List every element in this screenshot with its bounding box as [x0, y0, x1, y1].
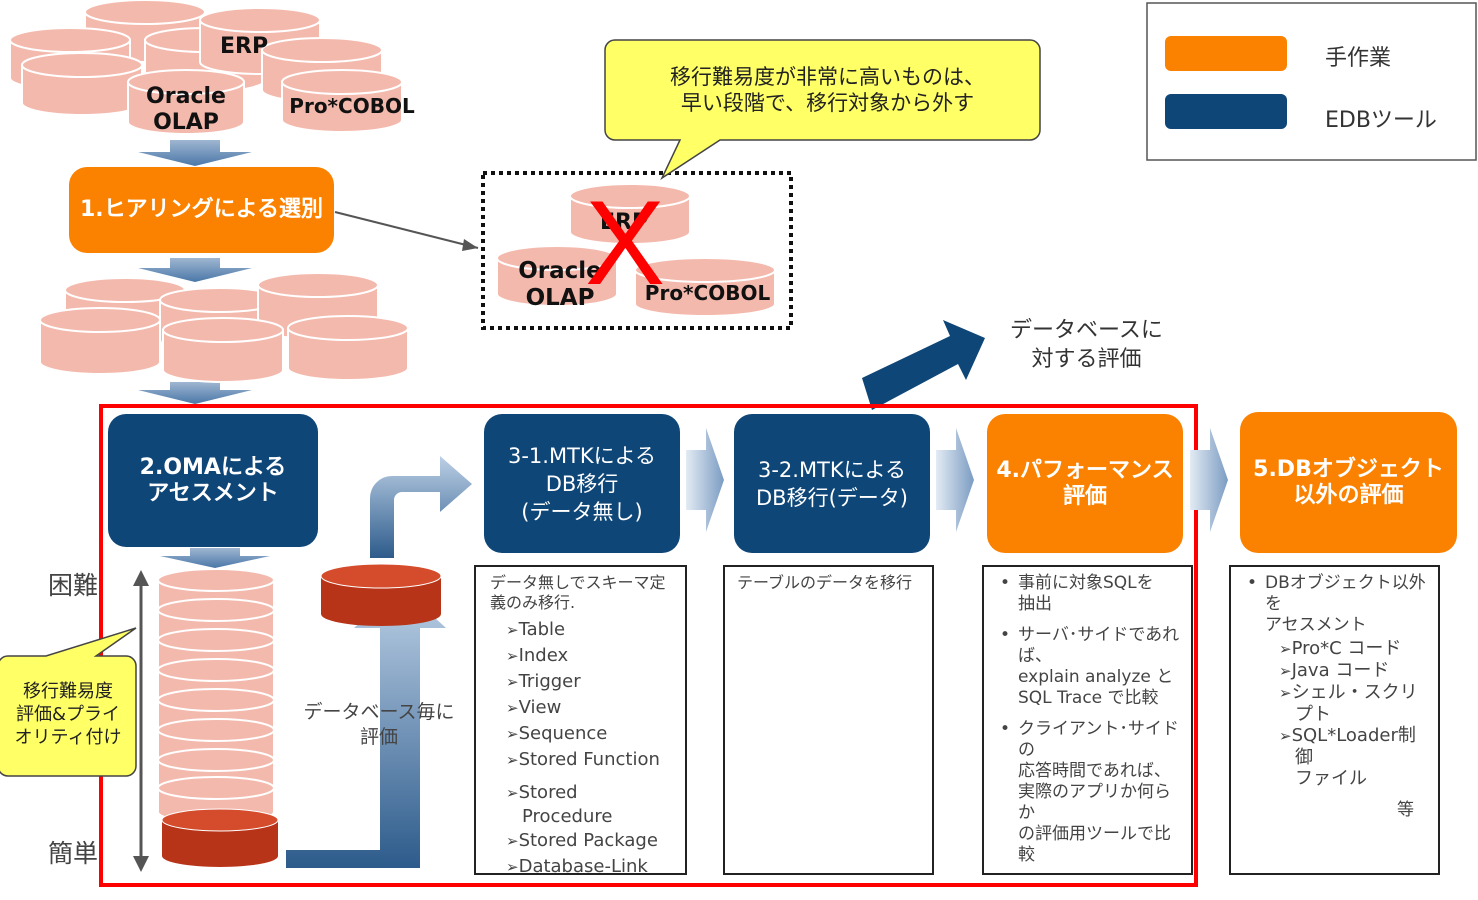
db-evaluation-arrow	[862, 320, 985, 410]
detail-5-list: Pro*C コード Java コード シェル・スクリプト SQL*Loader制…	[1239, 638, 1430, 789]
detail-box-step-3-1: データ無しでスキーマ定 義のみ移行. Table Index Trigger V…	[474, 565, 687, 877]
db-label-pro-cobol: Pro*COBOL	[289, 94, 415, 118]
step-3-2-label: 3-2.MTKによる DB移行(データ)	[756, 457, 908, 510]
detail-3-1-item: Stored Function	[506, 747, 673, 773]
bent-arrow	[370, 456, 472, 558]
excluded-label-oracle-olap: Oracle OLAP	[518, 258, 602, 311]
step-2-label: 2.OMAによる アセスメント	[139, 454, 287, 506]
down-arrow-4	[160, 548, 270, 568]
legend-swatch-manual	[1165, 36, 1287, 71]
right-arrow-3	[1190, 428, 1228, 532]
step-2-oma: 2.OMAによる アセスメント	[108, 414, 318, 547]
db-label-erp: ERP	[220, 34, 269, 59]
step-3-2-mtk-data: 3-2.MTKによる DB移行(データ)	[734, 414, 930, 553]
step-3-1-label: 3-1.MTKによる DB移行 (データ無し)	[507, 443, 657, 524]
legend-label-tool: EDBツール	[1325, 108, 1437, 133]
db-selected	[321, 576, 441, 626]
legend-box	[1146, 2, 1477, 161]
db-evaluation-label: データベースに 対する評価	[1010, 318, 1163, 372]
db-cluster-top	[9, 0, 403, 135]
excluded-label-pro-cobol: Pro*COBOL	[644, 281, 771, 305]
detail-3-1-list: Table Index Trigger View Sequence Stored…	[490, 617, 673, 880]
excluded-x-mark: X	[585, 176, 666, 310]
db-cluster-mid	[39, 272, 409, 383]
db-label-oracle-olap: Oracle OLAP	[146, 84, 226, 135]
right-arrow-1	[686, 428, 724, 532]
connector-line	[334, 211, 479, 249]
callout-top-text: 移行難易度が非常に高いものは、 早い段階で、移行対象から外す	[670, 65, 985, 115]
right-arrow-2	[936, 428, 974, 532]
detail-5-item: Pro*C コード	[1279, 638, 1430, 660]
detail-5-item: シェル・スクリプト	[1279, 682, 1430, 725]
down-arrow-2	[138, 258, 252, 282]
db-stack	[157, 568, 275, 824]
detail-3-1-item: Stored Procedure	[506, 781, 673, 828]
callout-top-bubble	[604, 39, 1041, 181]
detail-box-step-3-2: テーブルのデータを移行	[723, 565, 934, 875]
down-arrow-1	[138, 140, 252, 166]
detail-5-item: Java コード	[1279, 660, 1430, 682]
detail-3-1-item: Index	[506, 643, 673, 669]
callout-left-text: 移行難易度 評価&プライ オリティ付け	[14, 681, 122, 748]
up-arrow	[286, 586, 446, 868]
detail-5-item: SQL*Loader制御 ファイル	[1279, 725, 1430, 789]
detail-box-step-5: DBオブジェクト以外を アセスメント Pro*C コード Java コード シェ…	[1229, 565, 1440, 875]
step-1-hearing: 1.ヒアリングによる選別	[69, 167, 334, 253]
excluded-dbs	[496, 183, 776, 317]
down-arrow-3	[138, 382, 252, 404]
step-5-non-db: 5.DBオブジェクト 以外の評価	[1240, 412, 1457, 553]
detail-3-1-item: View	[506, 695, 673, 721]
detail-5-intro: DBオブジェクト以外を アセスメント	[1239, 573, 1430, 636]
excluded-label-erp: ERP	[600, 210, 649, 235]
per-db-evaluation-label: データベース毎に 評価	[303, 701, 455, 748]
detail-4-item: クライアント･サイドの 応答時間であれば、 実際のアプリか何らか の評価用ツール…	[992, 719, 1183, 866]
detail-3-1-item: Table	[506, 617, 673, 643]
difficulty-hard-label: 困難	[48, 571, 99, 600]
legend-label-manual: 手作業	[1325, 46, 1392, 71]
step-5-label: 5.DBオブジェクト 以外の評価	[1253, 456, 1444, 508]
legend-swatch-tool	[1165, 94, 1287, 129]
detail-3-1-item: Stored Package	[506, 828, 673, 854]
difficulty-easy-label: 簡単	[48, 839, 99, 868]
step-1-label: 1.ヒアリングによる選別	[79, 197, 323, 222]
detail-5-intro-list: DBオブジェクト以外を アセスメント	[1239, 573, 1430, 636]
detail-4-item: 事前に対象SQLを 抽出	[992, 573, 1183, 615]
detail-3-1-item: Sequence	[506, 721, 673, 747]
detail-3-1-item: Database-Link	[506, 854, 673, 880]
detail-5-etc: 等	[1397, 800, 1414, 820]
detail-4-list: 事前に対象SQLを 抽出 サーバ･サイドであれば、 explain analyz…	[992, 573, 1183, 866]
detail-box-step-4: 事前に対象SQLを 抽出 サーバ･サイドであれば、 explain analyz…	[982, 565, 1193, 875]
db-easy	[162, 820, 278, 867]
detail-4-item: サーバ･サイドであれば、 explain analyze と SQL Trace…	[992, 625, 1183, 709]
detail-3-1-item: Trigger	[506, 669, 673, 695]
detail-3-2-intro: テーブルのデータを移行	[737, 573, 913, 592]
callout-left-bubble	[0, 627, 137, 777]
step-3-1-mtk-schema: 3-1.MTKによる DB移行 (データ無し)	[484, 414, 680, 553]
step-4-label: 4.パフォーマンス 評価	[996, 457, 1174, 509]
step-4-performance: 4.パフォーマンス 評価	[987, 414, 1183, 553]
detail-3-1-intro: データ無しでスキーマ定 義のみ移行.	[490, 573, 666, 612]
